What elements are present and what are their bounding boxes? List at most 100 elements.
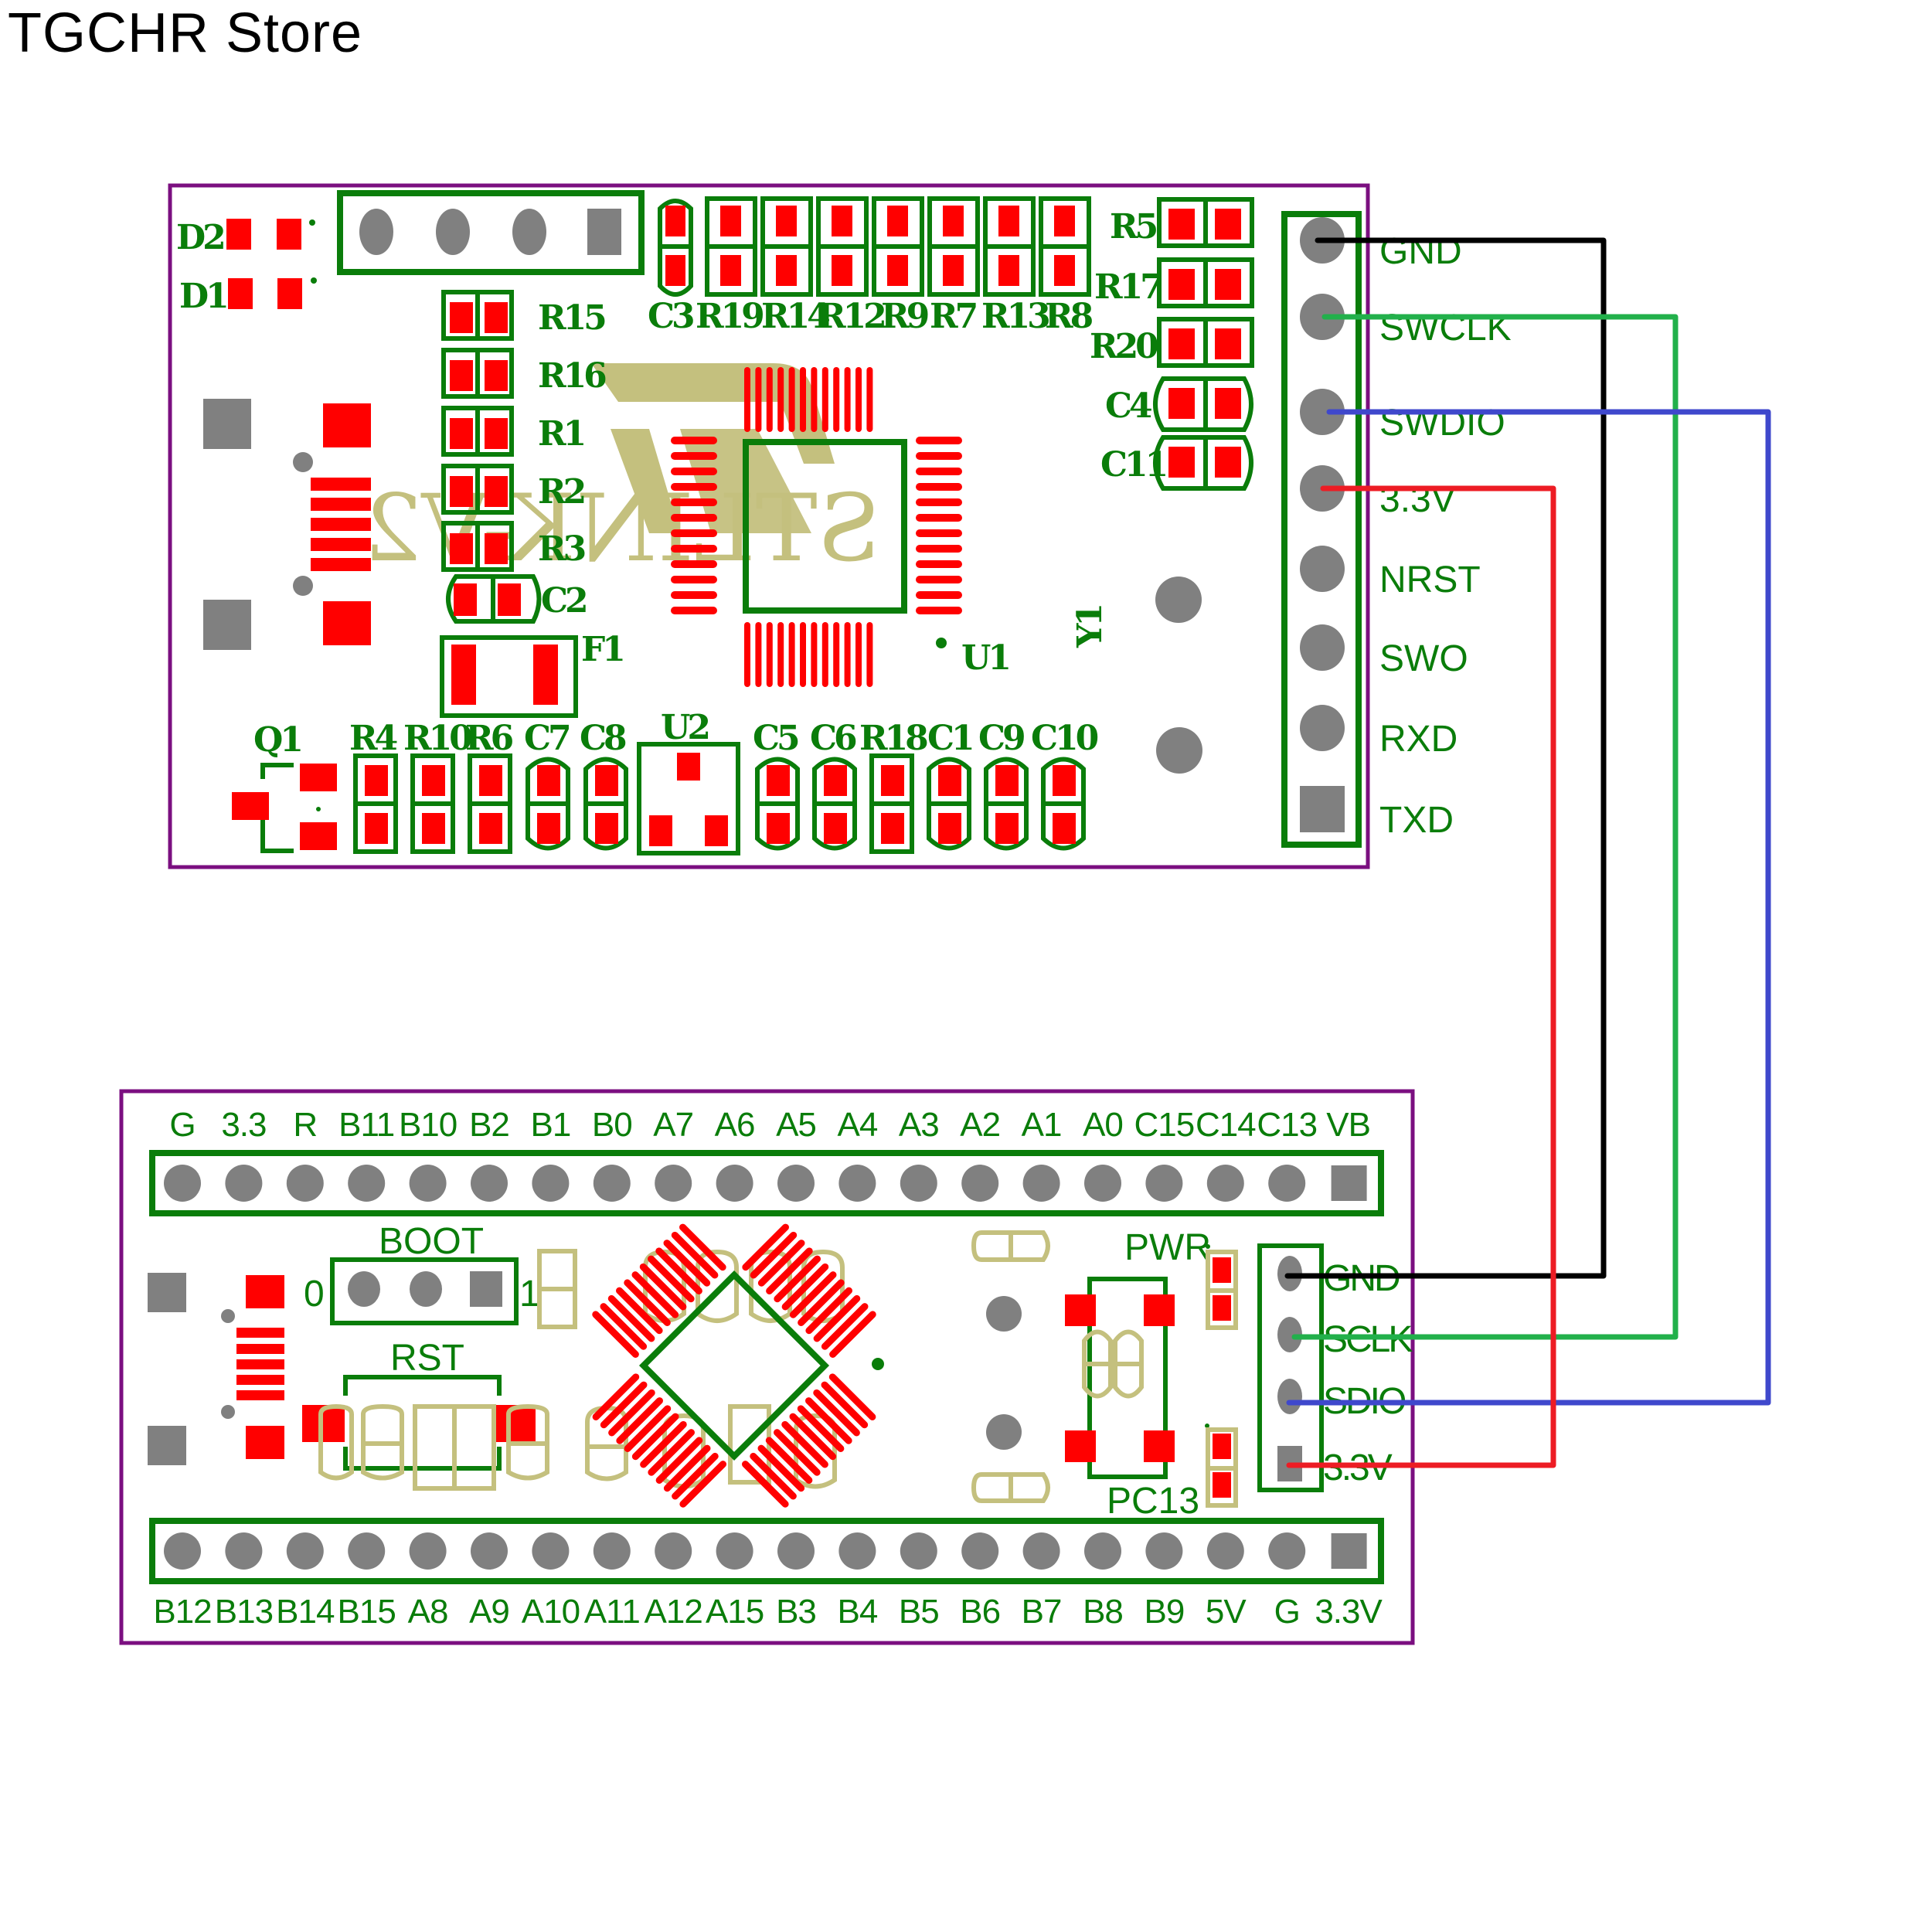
pin-top-vb[interactable] — [1331, 1165, 1367, 1201]
label-bottom-13: B6 — [960, 1593, 1000, 1631]
stlink-pin-4[interactable] — [1300, 546, 1345, 592]
label-c7: C7 — [524, 719, 569, 758]
part-r10 — [410, 753, 455, 854]
pin-bottom-b7[interactable] — [1022, 1532, 1060, 1570]
pin-bottom-a8[interactable] — [409, 1532, 447, 1570]
label-top-2: R — [293, 1106, 317, 1144]
pin-top-c15[interactable] — [1145, 1165, 1183, 1202]
label-top-1: 3.3 — [221, 1106, 266, 1144]
stlink-pin-label-nrst: NRST — [1379, 560, 1481, 600]
pin-top-a6[interactable] — [716, 1165, 753, 1202]
pin-top-a3[interactable] — [900, 1165, 937, 1202]
stlink-pin-7[interactable] — [1300, 786, 1345, 832]
pin-bottom-a9[interactable] — [471, 1532, 508, 1570]
stlink-pin-label-swclk: SWCLK — [1379, 308, 1512, 349]
pin-bottom-b4[interactable] — [838, 1532, 876, 1570]
pin-top-a1[interactable] — [1022, 1165, 1060, 1202]
label-q1: Q1 — [253, 720, 301, 760]
label-bottom-11: B4 — [837, 1593, 877, 1631]
top-pin-header — [149, 1150, 1384, 1216]
reset-button[interactable] — [343, 1375, 502, 1471]
pin-top-a2[interactable] — [961, 1165, 999, 1202]
pin-bottom-b3[interactable] — [777, 1532, 815, 1570]
mcu-u1 — [671, 367, 962, 687]
pin-bottom-a15[interactable] — [716, 1532, 753, 1570]
store-title: TGCHR Store — [8, 2, 363, 64]
pin-bottom-5v[interactable] — [1206, 1532, 1244, 1570]
label-r9: R9 — [881, 297, 928, 336]
label-r6: R6 — [465, 719, 513, 758]
label-bottom-12: B5 — [899, 1593, 939, 1631]
label-top-19: VB — [1326, 1106, 1370, 1144]
part-c5 — [755, 757, 800, 851]
part-c11 — [1153, 435, 1253, 491]
pin-top-b10[interactable] — [409, 1165, 447, 1202]
watermark-text: STLINK-V2 — [363, 475, 881, 583]
label-r17: R17 — [1094, 267, 1161, 307]
pin-top-33[interactable] — [225, 1165, 263, 1202]
label-u1: U1 — [961, 638, 1009, 678]
stlink-pin-2[interactable] — [1300, 389, 1345, 435]
pin-bottom-a12[interactable] — [655, 1532, 692, 1570]
label-c2: C2 — [541, 581, 586, 621]
pin-bottom-b8[interactable] — [1084, 1532, 1121, 1570]
label-r18: R18 — [859, 719, 927, 758]
stlink-pin-5[interactable] — [1300, 624, 1345, 671]
label-r10: R10 — [403, 719, 471, 758]
resistor-r2 — [441, 464, 514, 515]
pin-bottom-a11[interactable] — [593, 1532, 631, 1570]
label-top-18: C13 — [1257, 1106, 1317, 1144]
pin-top-a0[interactable] — [1084, 1165, 1121, 1202]
label-c1: C1 — [927, 719, 972, 758]
label-top-16: C15 — [1134, 1106, 1195, 1144]
pin-top-b11[interactable] — [348, 1165, 386, 1202]
pin-top-a5[interactable] — [777, 1165, 815, 1202]
label-r4: R4 — [349, 719, 397, 758]
pin-bottom-b15[interactable] — [348, 1532, 386, 1570]
pin-bottom-b12[interactable] — [164, 1532, 201, 1570]
bluepill-swd-pin-2[interactable] — [1277, 1379, 1302, 1414]
pin-top-r[interactable] — [286, 1165, 324, 1202]
label-top-15: A0 — [1083, 1106, 1123, 1144]
usb-connector-footprint — [203, 399, 371, 650]
pin-bottom-b13[interactable] — [225, 1532, 263, 1570]
part-r4 — [353, 753, 398, 854]
pin-bottom-b9[interactable] — [1145, 1532, 1183, 1570]
pin-top-b2[interactable] — [471, 1165, 508, 1202]
label-r13: R13 — [981, 297, 1049, 336]
pin-bottom-b6[interactable] — [961, 1532, 999, 1570]
stlink-board-outline — [168, 183, 1370, 869]
label-top-7: B0 — [592, 1106, 632, 1144]
label-bottom-9: A15 — [706, 1593, 764, 1631]
part-c3 — [658, 199, 693, 297]
pin-bottom-a10[interactable] — [532, 1532, 570, 1570]
pin-top-a4[interactable] — [838, 1165, 876, 1202]
label-bottom-14: B7 — [1022, 1593, 1062, 1631]
pin-top-a7[interactable] — [655, 1165, 692, 1202]
pin-top-c14[interactable] — [1206, 1165, 1244, 1202]
pin-bottom-b14[interactable] — [286, 1532, 324, 1570]
label-r12: R12 — [818, 297, 884, 336]
part-r7 — [927, 196, 980, 297]
stlink-pin-6[interactable] — [1300, 705, 1345, 751]
pin-top-b0[interactable] — [593, 1165, 631, 1202]
bluepill-swd-pin-1[interactable] — [1277, 1317, 1302, 1352]
pin-top-b1[interactable] — [532, 1165, 570, 1202]
pin-bottom-g[interactable] — [1268, 1532, 1306, 1570]
part-r9 — [872, 196, 924, 297]
pin-bottom-b5[interactable] — [900, 1532, 937, 1570]
boot-jumper[interactable] — [330, 1257, 519, 1325]
part-c1 — [927, 757, 971, 851]
resistor-r16 — [441, 348, 514, 399]
label-bottom-3: B15 — [338, 1593, 396, 1631]
label-bottom-17: 5V — [1206, 1593, 1247, 1631]
pin-top-c13[interactable] — [1268, 1165, 1306, 1202]
bluepill-swd-header — [1257, 1243, 1324, 1492]
label-r8: R8 — [1045, 297, 1093, 336]
part-r13 — [983, 196, 1036, 297]
pin-top-g[interactable] — [164, 1165, 201, 1202]
pin-bottom-33v[interactable] — [1331, 1533, 1367, 1569]
